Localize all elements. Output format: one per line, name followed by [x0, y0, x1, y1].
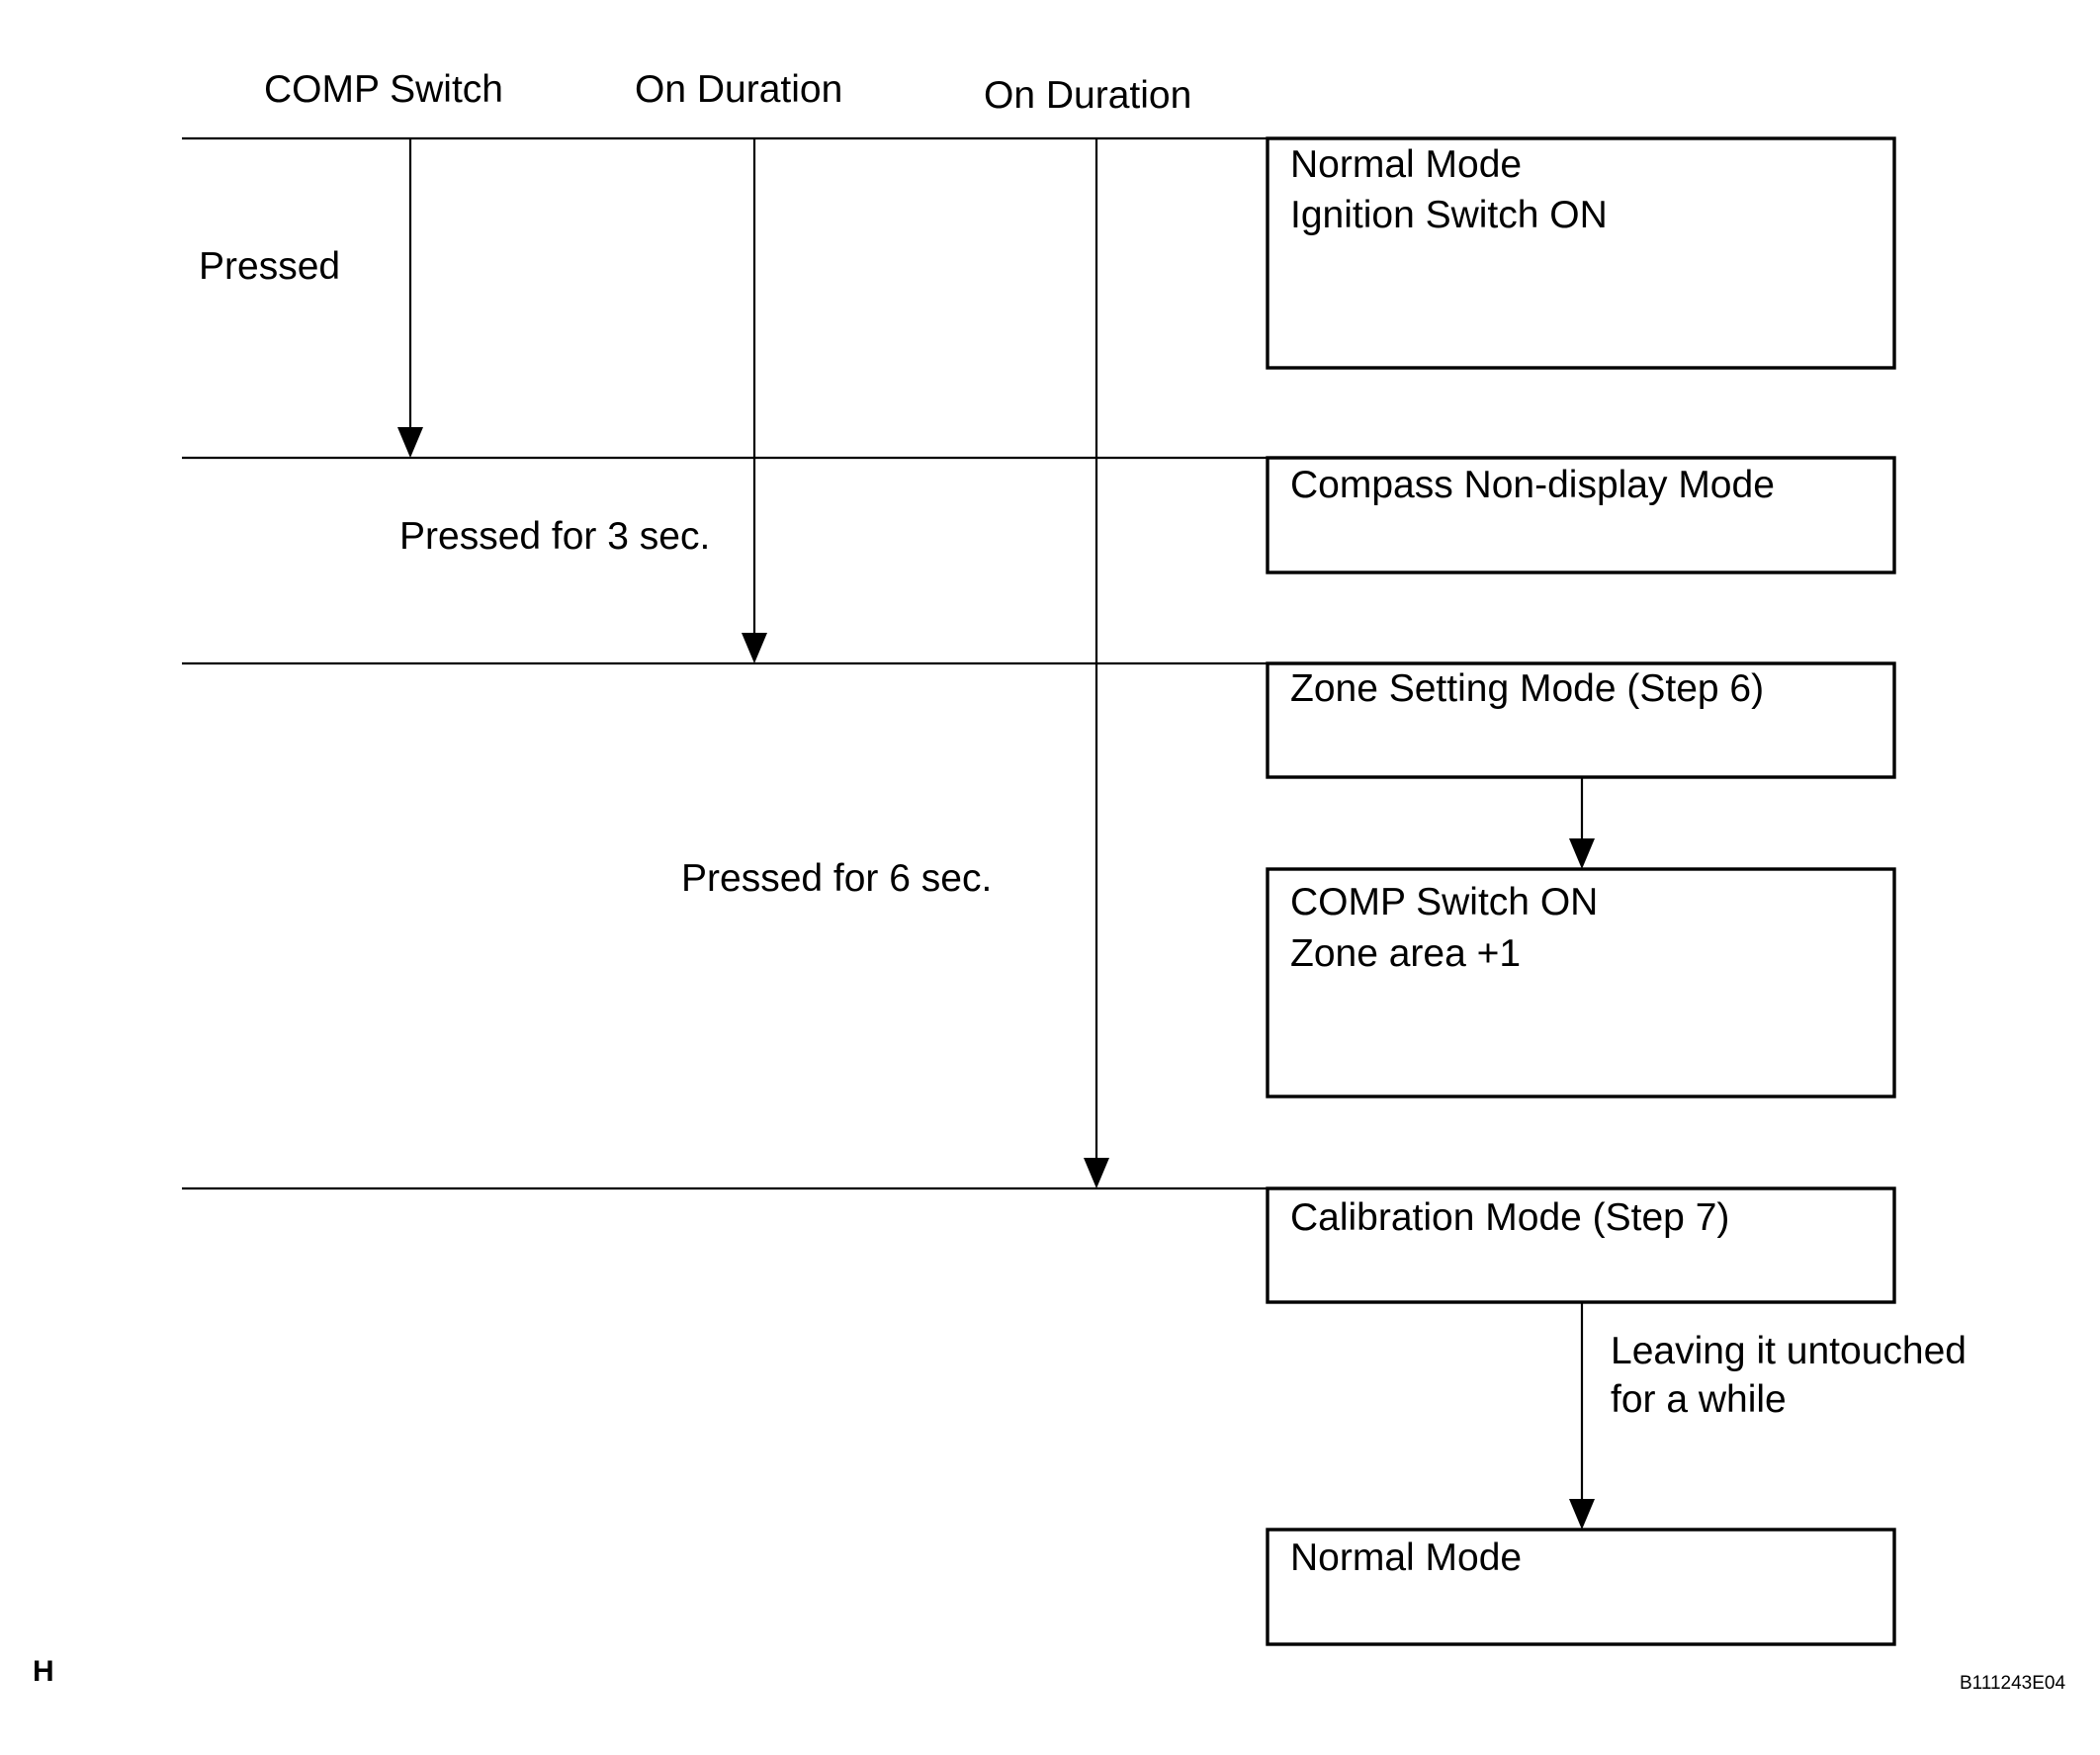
note-leaving-untouched-line1: Leaving it untouched	[1611, 1330, 1967, 1372]
figure-code: B111243E04	[1960, 1673, 2065, 1694]
box-compass-non-display-line1: Compass Non-display Mode	[1290, 464, 1775, 506]
box-comp-switch-on	[1266, 867, 1896, 1098]
box-zone-setting-line1: Zone Setting Mode (Step 6)	[1290, 667, 1764, 710]
header-on-duration-2: On Duration	[984, 74, 1191, 117]
box-normal-mode	[1266, 136, 1896, 370]
arrow-calibration-to-normal-head	[1569, 1499, 1595, 1530]
label-pressed-3-sec: Pressed for 3 sec.	[399, 515, 710, 558]
note-leaving-untouched-line2: for a while	[1611, 1378, 1787, 1421]
box-normal-mode-end	[1266, 1528, 1896, 1646]
arrow-comp-switch-head	[397, 427, 423, 458]
box-compass-non-display-mode	[1266, 456, 1896, 574]
header-on-duration-1: On Duration	[635, 68, 842, 111]
box-normal-mode-line2: Ignition Switch ON	[1290, 194, 1608, 236]
box-normal-mode-line1: Normal Mode	[1290, 143, 1522, 186]
box-zone-setting-mode	[1266, 661, 1896, 779]
box-comp-switch-on-line1: COMP Switch ON	[1290, 881, 1598, 923]
label-pressed: Pressed	[199, 245, 340, 288]
arrow-3sec-head	[742, 633, 767, 663]
box-calibration-mode	[1266, 1186, 1896, 1304]
header-comp-switch: COMP Switch	[264, 68, 503, 111]
arrow-zone-to-comp-head	[1569, 838, 1595, 869]
corner-mark: H	[33, 1655, 54, 1688]
label-pressed-6-sec: Pressed for 6 sec.	[681, 857, 992, 900]
box-normal-mode-end-line1: Normal Mode	[1290, 1536, 1522, 1579]
box-calibration-line1: Calibration Mode (Step 7)	[1290, 1196, 1729, 1239]
arrow-6sec-head	[1084, 1158, 1109, 1188]
box-comp-switch-on-line2: Zone area +1	[1290, 932, 1521, 975]
